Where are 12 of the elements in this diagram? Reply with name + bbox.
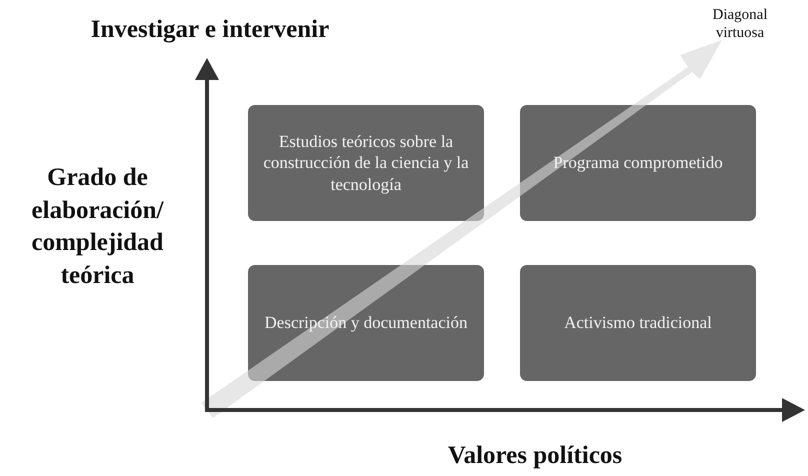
box-text: Activismo tradicional <box>563 312 713 334</box>
quadrant-box <box>520 265 756 381</box>
y-axis-title: Investigar e intervenir <box>90 15 330 45</box>
x-axis-label: Valores políticos <box>446 441 624 471</box>
arrow-label: Diagonal virtuosa <box>712 6 768 42</box>
y-axis-label: Grado de elaboración/ complejidad teórica <box>30 163 165 290</box>
box-text: Programa comprometido <box>552 152 724 174</box>
box-text: Descripción y documentación <box>264 312 468 334</box>
quadrant-box <box>248 265 484 381</box>
quadrant-box <box>248 105 484 221</box>
box-text: Estudios teóricos sobre la construcción de la ciencia y la tecnología <box>262 131 470 195</box>
quadrant-box <box>520 105 756 221</box>
